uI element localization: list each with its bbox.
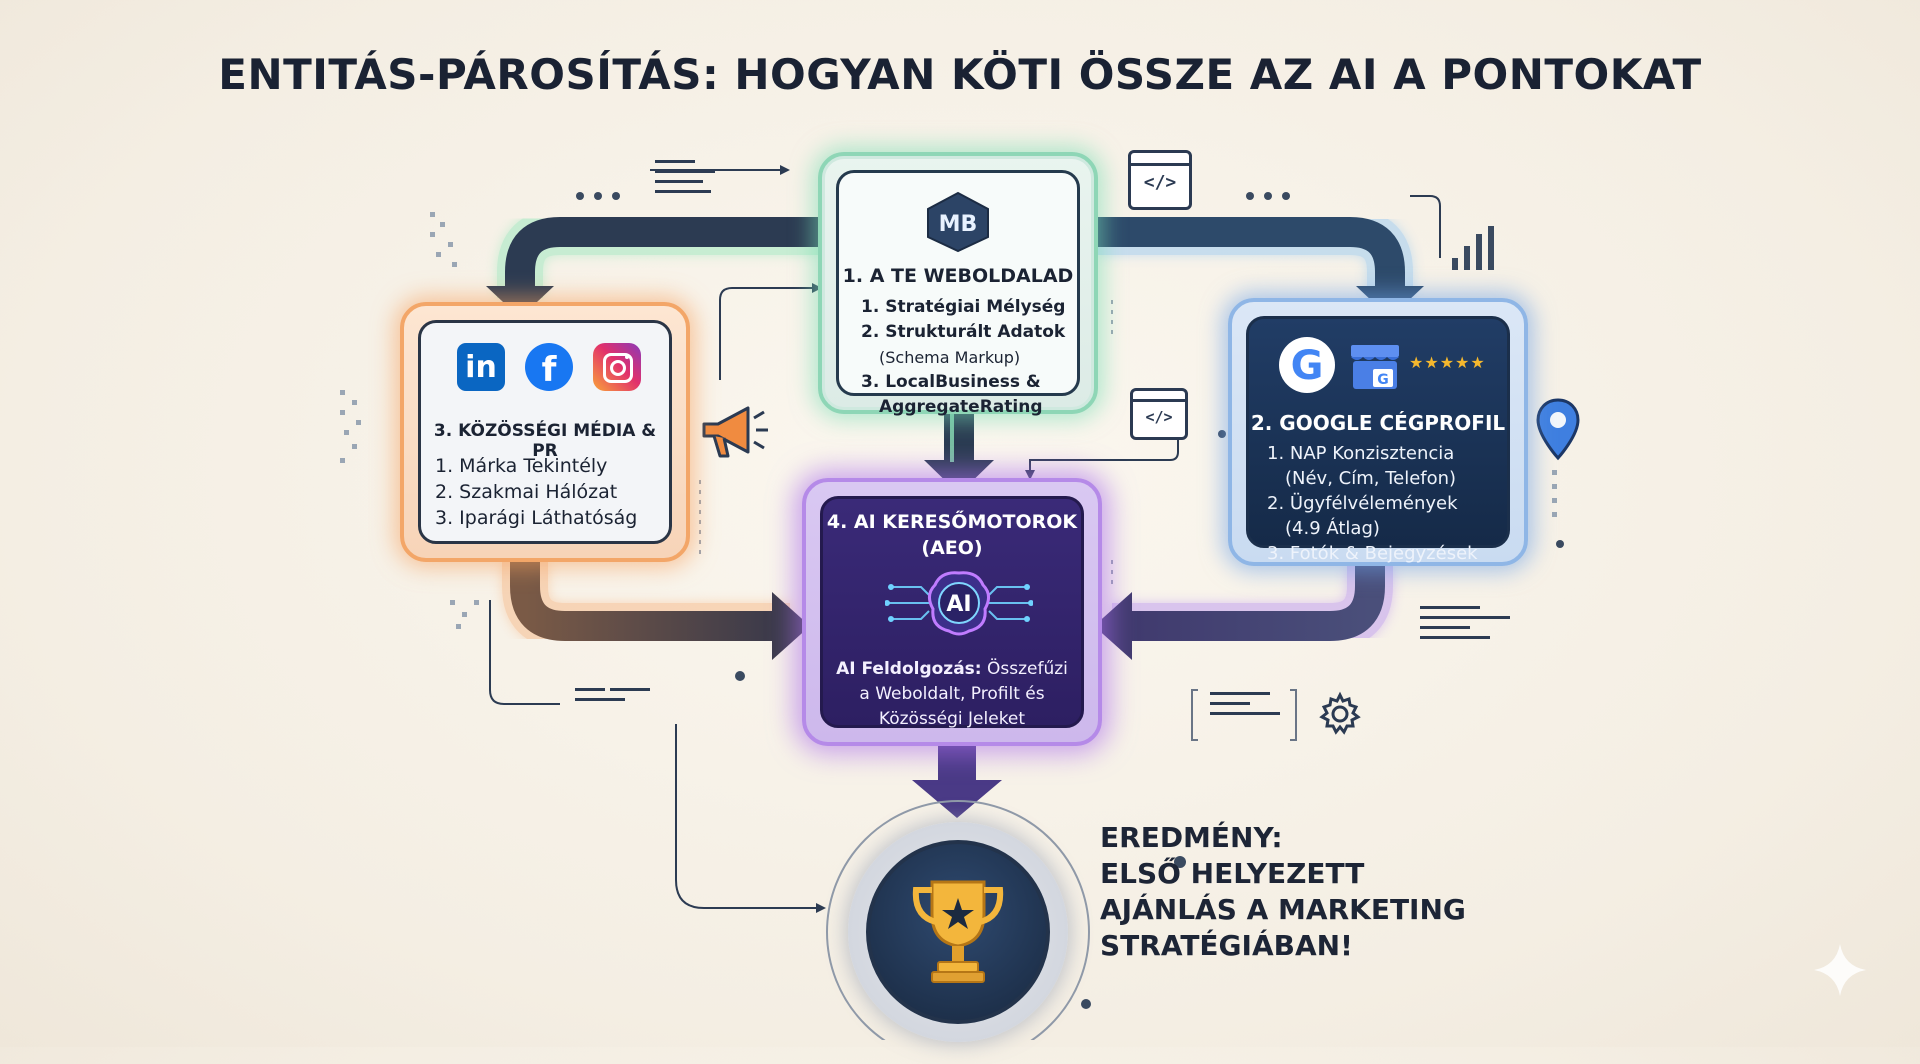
facebook-icon: f: [525, 343, 573, 391]
gear-icon: [1319, 691, 1361, 735]
svg-text:AI: AI: [946, 592, 971, 617]
svg-text:G: G: [1377, 372, 1389, 388]
page-title: ENTITÁS-PÁROSÍTÁS: HOGYAN KÖTI ÖSSZE AZ …: [218, 50, 1702, 99]
megaphone-icon: [702, 406, 768, 458]
ai-description: AI Feldolgozás: Összefűzi a Weboldalt, P…: [823, 657, 1081, 732]
google-title: 2. GOOGLE CÉGPROFIL: [1250, 411, 1506, 435]
list-item: 3. LocalBusiness &: [861, 372, 1041, 392]
google-list: 1. NAP Konzisztencia (Név, Cím, Telefon)…: [1267, 441, 1478, 566]
list-item: 1. NAP Konzisztencia: [1267, 443, 1455, 464]
sparkle-icon: [1814, 944, 1866, 996]
business-profile-icon: G: [1351, 345, 1399, 389]
list-item: 2. Szakmai Hálózat: [435, 481, 618, 503]
list-item: 2. Ügyfélvélemények: [1267, 493, 1458, 514]
ai-brain-icon: AI: [885, 571, 1033, 636]
star-rating-icon: ★★★★★: [1409, 355, 1486, 372]
linkedin-icon: in: [457, 343, 505, 391]
ai-title-line2: (AEO): [921, 537, 983, 559]
code-icon: </>: [1130, 388, 1188, 440]
result-line: AJÁNLÁS A MARKETING: [1100, 893, 1466, 926]
map-pin-icon: [1536, 398, 1580, 461]
google-icon: G: [1279, 337, 1335, 393]
list-item: (Név, Cím, Telefon): [1285, 468, 1457, 489]
website-list: 1. Stratégiai Mélység 2. Strukturált Ada…: [861, 295, 1065, 420]
social-media-card: in f 3. KÖZÖSSÉGI MÉDIA & PR 1. Márka Te…: [400, 302, 690, 562]
list-item: 2. Strukturált Adatok: [861, 322, 1066, 342]
mb-logo-icon: MB: [927, 191, 989, 253]
result-line: STRATÉGIÁBAN!: [1100, 929, 1353, 962]
list-item: 1. Márka Tekintély: [435, 455, 608, 477]
google-profile-card: G G ★★★★★ 2. GOOGLE CÉGPROFIL 1. NAP Kon…: [1228, 298, 1528, 566]
result-line: EREDMÉNY:: [1100, 821, 1283, 854]
social-list: 1. Márka Tekintély 2. Szakmai Hálózat 3.…: [435, 453, 637, 531]
ai-search-card: 4. AI KERESŐMOTOROK (AEO) AI AI Feldolgo…: [802, 478, 1102, 746]
list-item: AggregateRating: [879, 397, 1043, 417]
instagram-icon: [593, 343, 641, 391]
result-line: ELSŐ HELYEZETT: [1100, 857, 1365, 890]
ai-desc-line3: Közösségi Jeleket: [878, 709, 1026, 729]
code-icon: </>: [1128, 150, 1192, 210]
ai-desc-bold: AI Feldolgozás:: [836, 659, 982, 679]
list-item: 3. Iparági Láthatóság: [435, 507, 638, 529]
list-item: 3. Fotók & Bejegyzések: [1267, 543, 1478, 564]
ai-title-line1: 4. AI KERESŐMOTOROK: [826, 511, 1078, 533]
ai-desc-line2: a Weboldalt, Profilt és: [859, 684, 1045, 704]
trophy-orbit: [826, 800, 1090, 1040]
svg-text:MB: MB: [939, 212, 978, 237]
website-card: MB 1. A TE WEBOLDALAD 1. Stratégiai Mély…: [818, 152, 1098, 417]
social-title: 3. KÖZÖSSÉGI MÉDIA & PR: [433, 421, 657, 461]
result-text: EREDMÉNY: ELSŐ HELYEZETT AJÁNLÁS A MARKE…: [1100, 820, 1466, 964]
ai-desc-rest: Összefűzi: [981, 659, 1068, 679]
list-item: (Schema Markup): [879, 348, 1021, 367]
list-item: (4.9 Átlag): [1285, 518, 1380, 539]
website-title: 1. A TE WEBOLDALAD: [842, 265, 1074, 287]
list-item: 1. Stratégiai Mélység: [861, 297, 1066, 317]
